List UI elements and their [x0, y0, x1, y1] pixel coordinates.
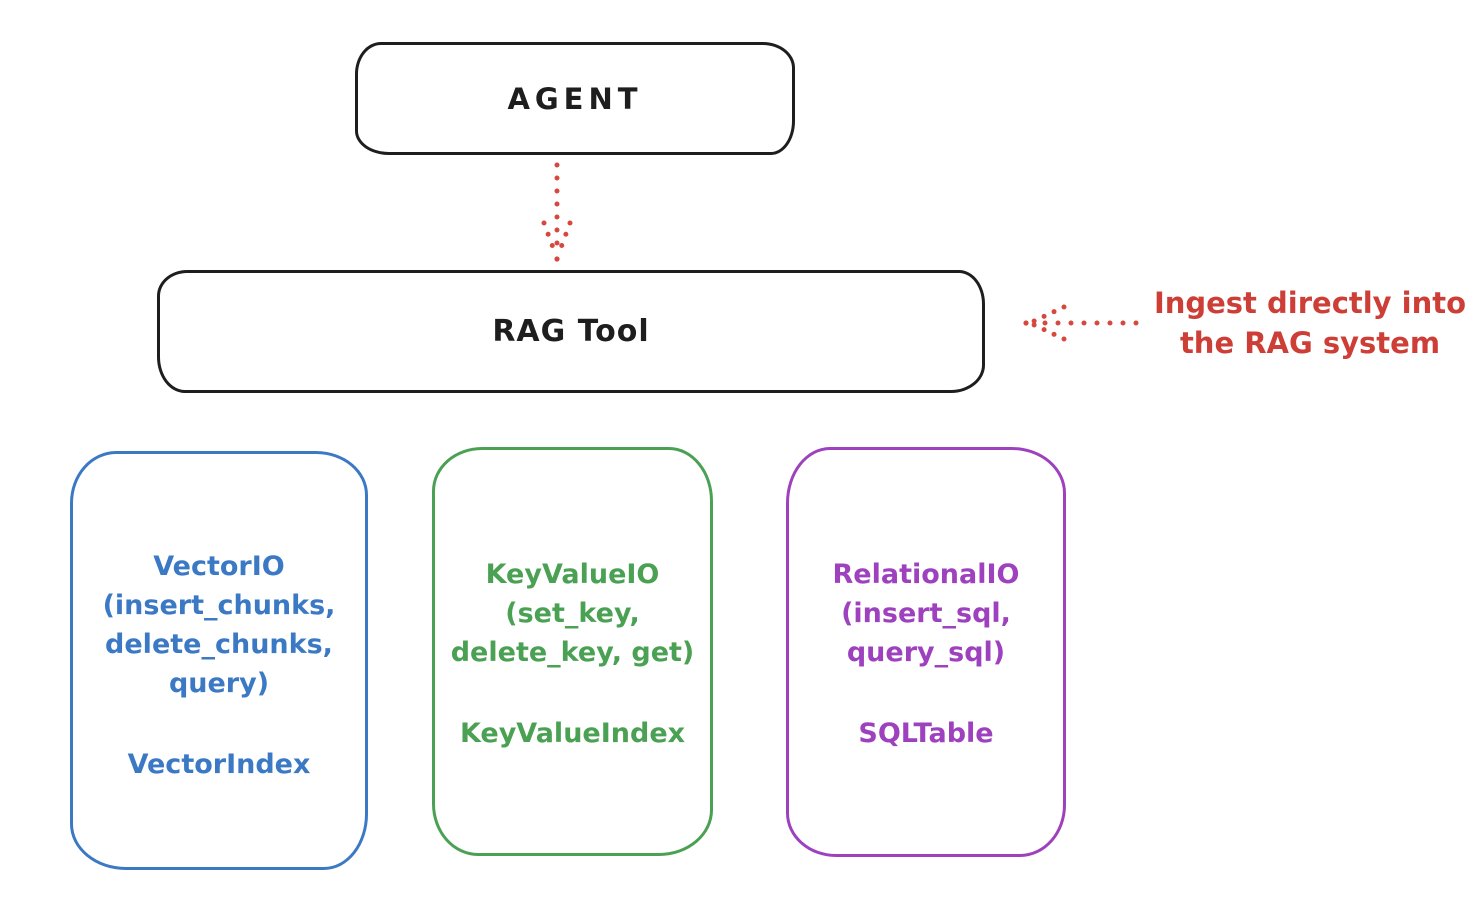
agent-box: AGENT	[355, 42, 795, 155]
agent-box-label: AGENT	[507, 81, 643, 116]
vector-io-methods: (insert_chunks, delete_chunks, query)	[102, 589, 336, 699]
rag-tool-box-label: RAG Tool	[492, 314, 650, 349]
rag-tool-box: RAG Tool	[157, 270, 985, 393]
ingest-annotation: Ingest directly into the RAG system	[1138, 283, 1482, 363]
relational-io-box: RelationalIO (insert_sql, query_sql) SQL…	[786, 447, 1066, 857]
keyvalue-io-methods: (set_key, delete_key, get)	[450, 597, 695, 668]
vector-io-title: VectorIO	[153, 551, 285, 582]
relational-io-methods: (insert_sql, query_sql)	[841, 597, 1011, 668]
agent-to-rag-dotted-arrow-icon	[541, 162, 573, 262]
ingest-annotation-line1: Ingest directly into	[1153, 286, 1467, 320]
keyvalue-io-box: KeyValueIO (set_key, delete_key, get) Ke…	[432, 447, 713, 856]
ingest-annotation-line2: the RAG system	[1179, 326, 1441, 361]
vector-io-box: VectorIO (insert_chunks, delete_chunks, …	[70, 451, 368, 870]
keyvalue-io-index-label: KeyValueIndex	[459, 717, 686, 749]
relational-io-title: RelationalIO	[832, 559, 1020, 590]
annotation-to-rag-dotted-arrow-icon	[1023, 304, 1139, 342]
vector-io-index-label: VectorIndex	[127, 748, 311, 780]
keyvalue-io-title: KeyValueIO	[485, 559, 660, 590]
relational-io-index-label: SQLTable	[858, 717, 994, 749]
